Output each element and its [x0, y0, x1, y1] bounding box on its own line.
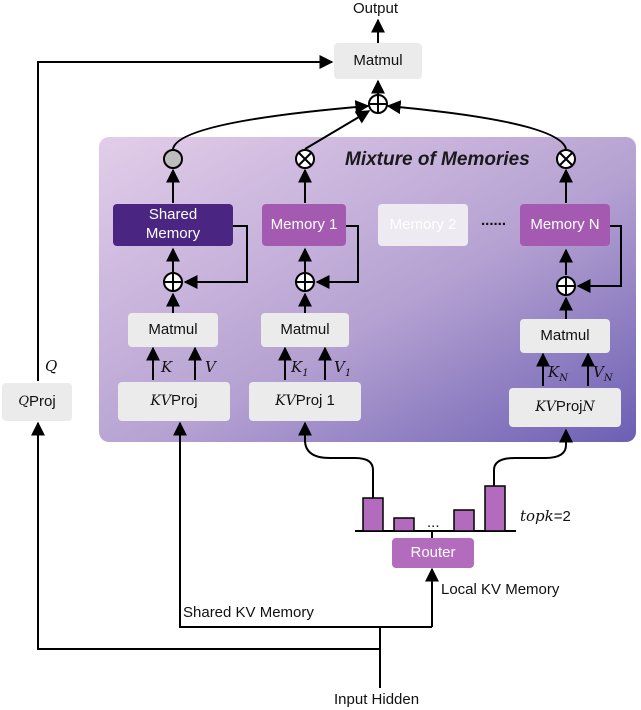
loop-shared [183, 225, 248, 289]
router-box: Router [392, 538, 474, 568]
kv-proj-1-box: KV Proj 1 [249, 382, 361, 421]
kv-proj-n-box: KV Proj N [509, 388, 621, 427]
k-label-n: KN [548, 363, 568, 384]
plus-icon-1 [295, 272, 315, 292]
mom-panel [99, 137, 636, 442]
q-proj-symbol: Q [18, 393, 29, 409]
router-bar-1 [362, 497, 384, 532]
matmul-shared-box: Matmul [128, 313, 218, 347]
gate-shared [163, 149, 183, 169]
memories-ellipsis: ...... [481, 212, 507, 229]
k-label-1: K1 [291, 358, 309, 379]
memory-n-box: Memory N [520, 204, 610, 246]
plus-icon-top [368, 94, 388, 114]
line-to-q-proj [31, 421, 380, 650]
matmul-1-box: Matmul [261, 313, 349, 347]
memory-2-box: Memory 2 [378, 204, 468, 246]
shared-kv-memory-label: Shared KV Memory [183, 604, 314, 621]
q-symbol: Q [45, 357, 58, 375]
v-label-1: V1 [334, 358, 352, 379]
line-q-to-matmul [37, 55, 334, 381]
topk-label: topk=2 [520, 507, 571, 525]
arrow-gate1-to-sum [304, 110, 371, 150]
plus-icon-n [556, 276, 576, 296]
kv-proj-shared-box: KV Proj [118, 382, 230, 421]
output-label: Output [353, 0, 399, 17]
v-label-n: VN [593, 363, 613, 384]
mom-title: Mixture of Memories [345, 149, 530, 170]
router-bar-4 [484, 485, 506, 532]
multiply-icon-1 [295, 149, 315, 169]
q-proj-text: Proj [28, 392, 56, 410]
multiply-icon-n [556, 149, 576, 169]
arrow-router-to-kvprojN [493, 428, 573, 486]
router-bar-3 [453, 509, 475, 532]
input-label: Input Hidden [334, 691, 420, 708]
k-label-shared: K [161, 358, 173, 376]
loop-mem1 [315, 225, 359, 289]
plus-icon-shared [163, 272, 183, 292]
router-ellipsis: ... [427, 514, 440, 531]
line-shared-kv-memory [173, 421, 380, 628]
matmul-n-box: Matmul [520, 319, 610, 353]
arrow-router-to-kvproj1 [298, 421, 374, 498]
shared-memory-box: Shared Memory [113, 204, 233, 246]
v-label-shared: V [205, 358, 216, 376]
output-matmul-box: Matmul [334, 43, 422, 79]
loop-memN [576, 225, 622, 293]
q-proj-box: Q Proj [2, 383, 72, 421]
arrow-gate0-to-sum [172, 100, 370, 150]
router-bar-2 [393, 517, 415, 532]
memory-1-box: Memory 1 [262, 204, 346, 246]
local-kv-memory-label: Local KV Memory [441, 581, 560, 598]
arrow-gateN-to-sum [386, 100, 567, 150]
